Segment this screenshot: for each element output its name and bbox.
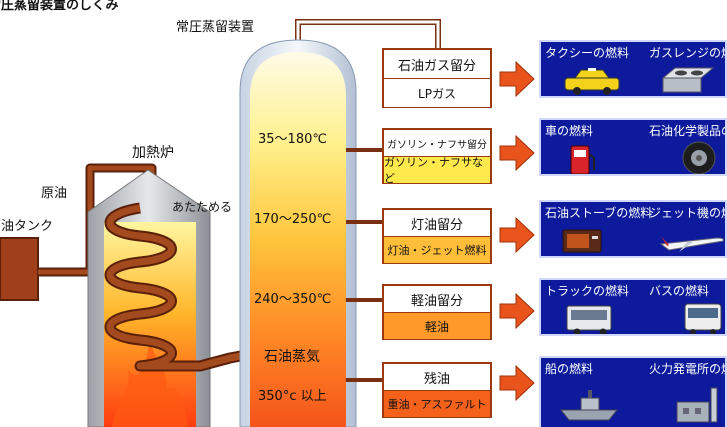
- fraction-name: ガソリン・ナフサ留分: [384, 130, 490, 156]
- use-label: タクシーの燃料: [545, 46, 630, 60]
- flame-icon: [112, 342, 188, 427]
- fraction-product: 重油・アスファルト: [384, 390, 490, 417]
- arrow-icon: [499, 60, 535, 98]
- use-label: ガスレンジの燃料: [649, 46, 725, 60]
- fraction-box-gasoline: ガソリン・ナフサ留分 ガソリン・ナフサなど: [382, 128, 492, 185]
- arrow-icon: [499, 134, 535, 172]
- use-label: バスの燃料: [649, 284, 710, 298]
- temperature-label: 240～350℃: [254, 292, 332, 307]
- fraction-name: 軽油留分: [384, 286, 490, 312]
- truck-icon: [566, 305, 612, 334]
- use-label: 船の燃料: [545, 362, 594, 376]
- fraction-name: 残油: [384, 364, 490, 390]
- gas-range-icon: [661, 67, 715, 93]
- furnace-label: 加熱炉: [132, 145, 174, 161]
- use-box: トラックの燃料 バスの燃料: [539, 278, 727, 336]
- use-label: 車の燃料: [545, 124, 594, 138]
- fraction-name: 灯油留分: [384, 210, 490, 236]
- use-box: 船の燃料 火力発電所の燃料: [539, 356, 727, 427]
- taxi-icon: [564, 68, 620, 95]
- column-interior: [250, 52, 346, 427]
- fraction-product: ガソリン・ナフサなど: [384, 156, 490, 185]
- arrow-icon: [499, 216, 535, 254]
- temperature-label: 35～180℃: [258, 132, 327, 147]
- use-label: 石油ストーブの燃料: [545, 206, 653, 220]
- ship-icon: [559, 390, 619, 421]
- use-label: ジェット機の燃料: [649, 206, 725, 220]
- bus-icon: [684, 303, 722, 334]
- use-box: タクシーの燃料 ガスレンジの燃料: [539, 40, 727, 98]
- page-title: 常圧蒸留装置のしくみ: [0, 0, 119, 13]
- fraction-name: 石油ガス留分: [384, 50, 490, 78]
- use-label: 火力発電所の燃料: [649, 362, 725, 376]
- heat-label: あたためる: [172, 200, 233, 214]
- stove-icon: [562, 229, 602, 253]
- temperature-label: 170～250℃: [254, 212, 332, 227]
- use-label: トラックの燃料: [545, 284, 630, 298]
- oil-vapor-label: 石油蒸気: [264, 349, 320, 365]
- crude-tank: [0, 237, 39, 301]
- fraction-box-kerosene: 灯油留分 灯油・ジェット燃料: [382, 208, 492, 264]
- use-label: 石油化学製品の原料: [649, 124, 725, 138]
- crude-oil-label: 原油: [41, 186, 68, 201]
- temperature-label: 350°c 以上: [258, 389, 327, 404]
- jet-icon: [659, 236, 724, 252]
- arrow-icon: [499, 292, 535, 330]
- arrow-icon: [499, 364, 535, 402]
- use-box: 石油ストーブの燃料 ジェット機の燃料: [539, 200, 727, 258]
- fraction-product: LPガス: [384, 78, 490, 107]
- fraction-box-residue: 残油 重油・アスファルト: [382, 362, 492, 418]
- fuel-pump-icon: [570, 145, 595, 174]
- fraction-box-gasoil: 軽油留分 軽油: [382, 284, 492, 340]
- column-label: 常圧蒸留装置: [176, 20, 255, 35]
- fraction-product: 軽油: [384, 312, 490, 339]
- use-box: 車の燃料 石油化学製品の原料: [539, 118, 727, 176]
- fraction-product: 灯油・ジェット燃料: [384, 236, 490, 263]
- power-plant-icon: [676, 387, 718, 423]
- fraction-box-lpg: 石油ガス留分 LPガス: [382, 48, 492, 108]
- tire-icon: [682, 141, 716, 174]
- crude-tank-label: 原油タンク: [0, 219, 54, 234]
